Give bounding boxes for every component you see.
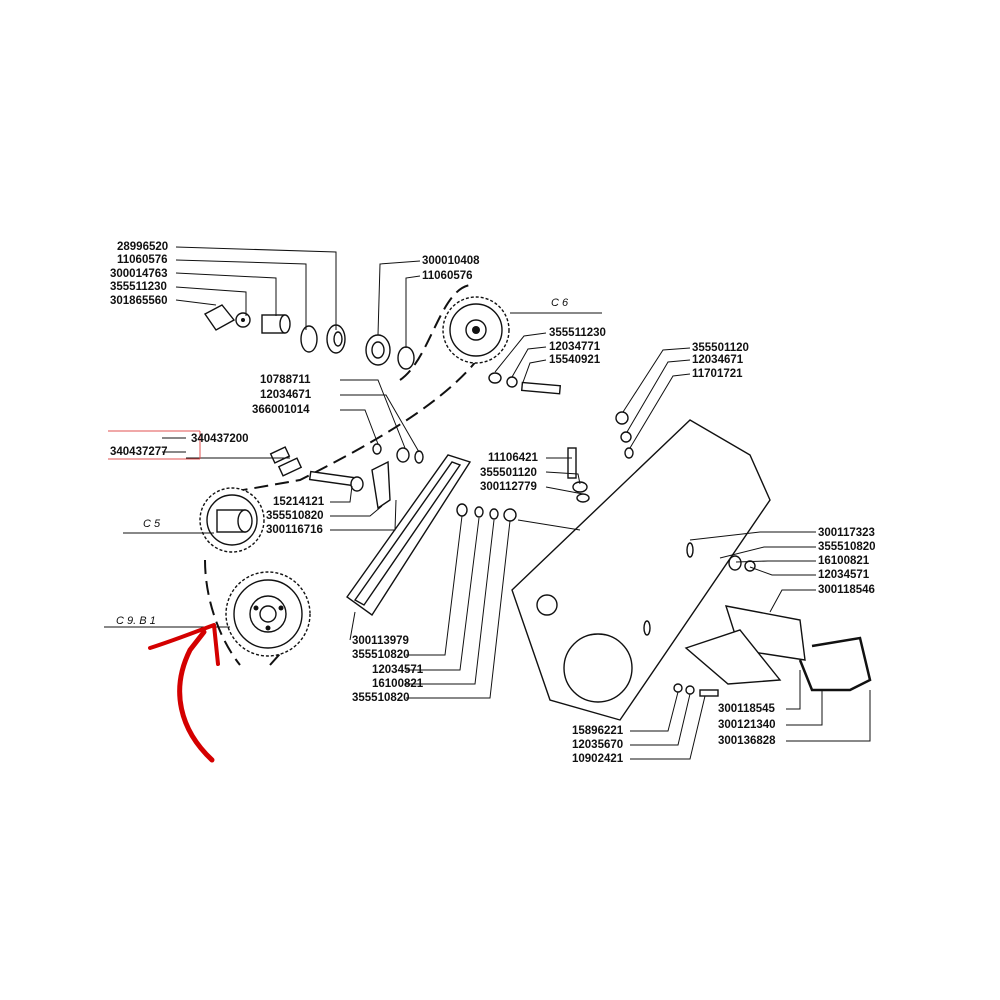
sprocket-c5 xyxy=(199,487,265,553)
label-355501120-b: 355501120 xyxy=(480,467,537,479)
label-10788711: 10788711 xyxy=(260,374,311,386)
label-340437200: 340437200 xyxy=(191,433,249,445)
label-355510820-b: 355510820 xyxy=(818,541,876,553)
group-label-c9-b1: C 9. B 1 xyxy=(116,615,156,627)
bolt-cluster xyxy=(308,372,756,697)
chain-cover xyxy=(511,419,771,721)
label-10902421: 10902421 xyxy=(572,753,624,765)
label-12035670: 12035670 xyxy=(572,739,623,751)
label-355510820-d: 355510820 xyxy=(352,692,410,704)
label-15896221: 15896221 xyxy=(572,725,624,737)
label-300112779: 300112779 xyxy=(480,481,537,493)
label-12034571-b: 12034571 xyxy=(372,664,424,676)
part-labels: 28996520 11060576 300014763 355511230 30… xyxy=(110,241,876,765)
label-12034671-b: 12034671 xyxy=(260,389,312,401)
label-12034671-a: 12034671 xyxy=(692,354,744,366)
label-300014763: 300014763 xyxy=(110,268,168,280)
label-366001014: 366001014 xyxy=(252,404,310,416)
red-arrow-annotation xyxy=(148,623,220,763)
label-12034771: 12034771 xyxy=(549,341,601,353)
label-355511230-b: 355511230 xyxy=(549,327,606,339)
label-300118546: 300118546 xyxy=(818,584,875,596)
label-300118545: 300118545 xyxy=(718,703,776,715)
chain-links xyxy=(269,446,303,477)
group-label-c5: C 5 xyxy=(143,518,161,530)
label-300121340: 300121340 xyxy=(718,719,776,731)
label-11106421: 11106421 xyxy=(488,452,539,464)
label-300010408: 300010408 xyxy=(422,255,480,267)
label-15540921: 15540921 xyxy=(549,354,601,366)
chain-guide xyxy=(346,454,472,616)
label-16100821-a: 16100821 xyxy=(818,555,870,567)
label-301865560: 301865560 xyxy=(110,295,168,307)
label-28996520: 28996520 xyxy=(117,241,168,253)
sprocket-c9-b1 xyxy=(225,571,311,657)
label-11060576-b: 11060576 xyxy=(422,270,473,282)
sprocket-c6 xyxy=(442,296,510,364)
label-355510820-c: 355510820 xyxy=(352,649,410,661)
label-340437277: 340437277 xyxy=(110,446,168,458)
label-300117323: 300117323 xyxy=(818,527,875,539)
label-355511230-a: 355511230 xyxy=(110,281,167,293)
tensioner-hardware xyxy=(203,304,415,370)
label-300136828: 300136828 xyxy=(718,735,776,747)
label-15214121: 15214121 xyxy=(273,496,325,508)
highlight-box xyxy=(108,430,201,460)
leader-lines xyxy=(104,246,871,760)
label-12034571-a: 12034571 xyxy=(818,569,870,581)
label-300113979: 300113979 xyxy=(352,635,409,647)
group-label-c6: C 6 xyxy=(551,297,569,309)
guard-brackets xyxy=(684,605,872,692)
label-16100821-b: 16100821 xyxy=(372,678,424,690)
label-11060576-a: 11060576 xyxy=(117,254,168,266)
label-355501120-a: 355501120 xyxy=(692,342,749,354)
label-355510820-a: 355510820 xyxy=(266,510,324,522)
label-11701721: 11701721 xyxy=(692,368,743,380)
label-300116716: 300116716 xyxy=(266,524,323,536)
